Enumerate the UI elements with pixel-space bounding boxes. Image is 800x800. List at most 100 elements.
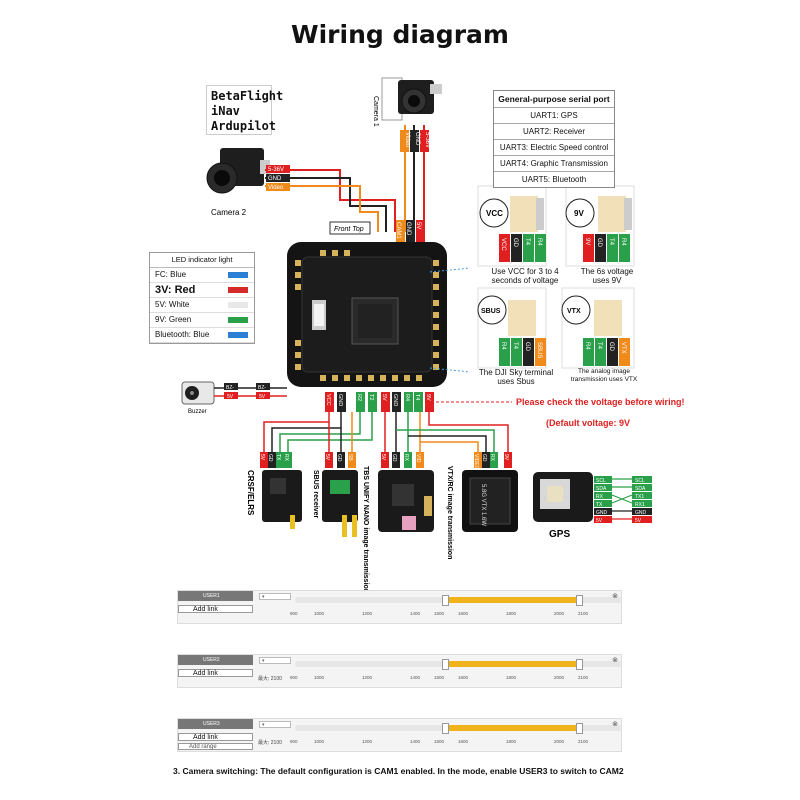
camera2-label: Camera 2 <box>211 208 247 217</box>
user1-tick-2100: 2100 <box>578 611 589 616</box>
fc-bottom-pin-1: VCC <box>325 394 331 406</box>
user3-tab[interactable]: USER3 <box>178 719 253 729</box>
user1-tab[interactable]: USER1 <box>178 591 253 601</box>
user1-tick-1200: 1200 <box>362 611 373 616</box>
led-row-3v-text: 3V: Red <box>155 284 196 296</box>
camera-switch-note: 3. Camera switching: The default configu… <box>173 766 624 776</box>
user3-tick-1000: 1000 <box>314 739 325 744</box>
user3-close-icon[interactable]: ⊗ <box>612 721 618 728</box>
user3-tick-1600: 1600 <box>458 739 469 744</box>
fc-bottom-pin-2: GND <box>337 394 343 406</box>
user1-range-fill <box>445 597 580 603</box>
vtx-pin-4: VTX <box>620 342 626 354</box>
camera2-icon <box>206 148 270 194</box>
v9-caption: The 6s voltage uses 9V <box>580 267 634 285</box>
user3-handle-low[interactable] <box>442 723 450 734</box>
tbs-label: TBS UNIFY NANO image transmission <box>362 466 369 593</box>
sbus-pin-1: R4 <box>500 342 506 350</box>
fc-top-pin-gnd: GND <box>405 222 411 236</box>
gps-label: GPS <box>549 529 570 540</box>
vtx-pin-2: T4 <box>596 342 602 350</box>
user1-add-link[interactable]: Add link <box>178 605 253 613</box>
vcc-pin-2: GD <box>512 238 518 248</box>
led-row-9v: 9V: Green <box>150 313 254 328</box>
v9-pin-3: T4 <box>608 238 614 246</box>
led-header: LED indicator light <box>150 253 254 268</box>
vcc-box <box>477 185 547 267</box>
v9-box <box>565 185 635 267</box>
vtx-pin-1: R4 <box>584 342 590 350</box>
vtxrc-chip: 5.8G VTX 1.6W <box>480 484 486 526</box>
default-voltage-text: (Default voltage: 9V <box>546 418 631 428</box>
sbus-rx-pin-1: 5V <box>324 454 330 461</box>
gps-right-2: SDA <box>635 486 646 492</box>
fc-top-pin-cam1: CAM1 <box>395 222 401 239</box>
cam2-pin-video: Video <box>268 185 284 191</box>
tbs-pin-1: 5V <box>380 454 386 461</box>
tbs-pin-3: RX <box>403 454 409 462</box>
user1-range-track[interactable] <box>295 595 622 606</box>
user2-range-track[interactable] <box>295 659 622 670</box>
user2-add-link[interactable]: Add link <box>178 669 253 677</box>
user3-max-label: 最大: 2100 <box>258 740 282 746</box>
sbus-pin-2: T4 <box>512 342 518 350</box>
user3-select[interactable]: ▾ <box>259 721 291 728</box>
user2-tick-1200: 1200 <box>362 675 373 680</box>
user2-handle-low[interactable] <box>442 659 450 670</box>
page-title: Wiring diagram <box>291 20 509 49</box>
user3-handle-high[interactable] <box>576 723 584 734</box>
user1-select[interactable]: ▾ <box>259 593 291 600</box>
vtx-label: VTX <box>567 308 581 315</box>
user1-tick-900: 900 <box>290 611 298 616</box>
gps-right-3: TX1 <box>635 494 644 500</box>
vcc-pin-1: VCC <box>500 238 506 251</box>
led-swatch-red <box>228 287 248 293</box>
user3-tick-1400: 1400 <box>410 739 421 744</box>
vtx-caption: The analog image transmission uses VTX <box>570 368 638 383</box>
user3-tick-1800: 1800 <box>506 739 517 744</box>
vcc-pin-4: R4 <box>536 238 542 246</box>
gps-left-6: 5V <box>596 518 603 524</box>
fc-bottom-pin-strip <box>325 392 434 412</box>
user1-handle-low[interactable] <box>442 595 450 606</box>
peripheral-wires <box>263 412 509 455</box>
sbus-receiver-icon <box>322 470 358 537</box>
user1-handle-high[interactable] <box>576 595 584 606</box>
led-swatch-blue-2 <box>228 332 248 338</box>
user2-tab[interactable]: USER2 <box>178 655 253 665</box>
user3-add-link[interactable]: Add link <box>178 733 253 741</box>
front-top-label: Front Top <box>334 226 364 233</box>
sbus-rx-label: SBUS receiver <box>312 470 319 519</box>
vtxrc-label: VTX/RC image transmission <box>446 466 453 559</box>
user1-panel: USER1 Add link ▾ 900 1000 1200 1400 1500… <box>177 590 622 624</box>
vtxrc-module-icon <box>462 470 518 532</box>
vtxrc-pin-2: GD <box>481 454 487 462</box>
gps-module-icon <box>533 472 593 522</box>
gps-left-3: RX <box>596 494 604 500</box>
user3-range-track[interactable] <box>295 723 622 734</box>
led-row-fc: FC: Blue <box>150 268 254 283</box>
buzzer-pin-3: BZ- <box>258 385 266 391</box>
camera1-icon <box>381 77 442 121</box>
crsf-pin-3: TX <box>275 454 281 461</box>
user2-panel: USER2 Add link ▾ 最大: 2100 900 1000 1200 … <box>177 654 622 688</box>
cam1-pin-power: 5-36V <box>424 132 430 148</box>
led-swatch-white <box>228 302 248 308</box>
user2-select[interactable]: ▾ <box>259 657 291 664</box>
user1-tick-2000: 2000 <box>554 611 565 616</box>
gps-left-1: SCL <box>596 478 606 484</box>
user1-tick-1400: 1400 <box>410 611 421 616</box>
vcc-caption: Use VCC for 3 to 4 seconds of voltage <box>491 267 559 285</box>
led-row-9v-text: 9V: Green <box>155 315 192 324</box>
led-row-bt-text: Bluetooth: Blue <box>155 330 210 339</box>
v9-label: 9V <box>574 209 584 218</box>
user2-handle-high[interactable] <box>576 659 584 670</box>
led-swatch-blue <box>228 272 248 278</box>
firmware-box: BetaFlight iNav Ardupilot <box>206 85 283 135</box>
user1-close-icon[interactable]: ⊗ <box>612 593 618 600</box>
crsf-pin-4: RX <box>283 454 289 462</box>
led-row-3v: 3V: Red <box>150 283 254 298</box>
vtx-box <box>561 287 635 369</box>
user3-add-range[interactable]: Add range <box>178 743 253 750</box>
user2-close-icon[interactable]: ⊗ <box>612 657 618 664</box>
